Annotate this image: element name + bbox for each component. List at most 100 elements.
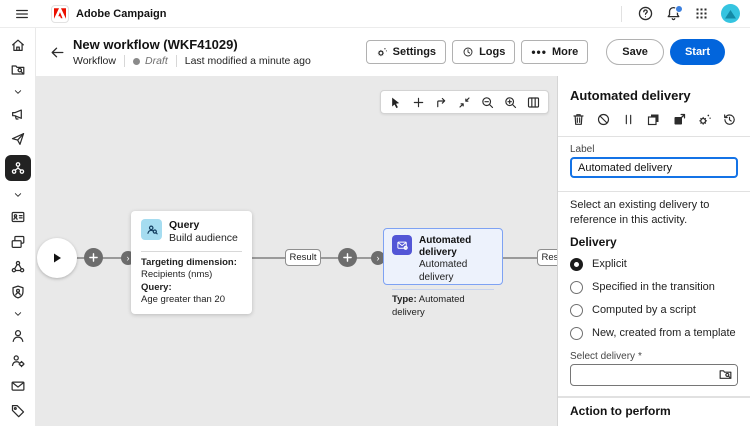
type-value: Automated delivery (392, 294, 465, 318)
zoom-out-icon[interactable] (477, 92, 498, 112)
delete-icon[interactable] (570, 111, 586, 128)
divider (175, 55, 177, 67)
audiences-icon[interactable] (10, 258, 26, 275)
transition-result-label[interactable]: Result (285, 249, 321, 266)
radio-selected-icon (570, 257, 583, 271)
divider (141, 250, 242, 252)
divider (123, 55, 125, 67)
required-asterisk: * (638, 350, 642, 362)
gear-icon (377, 48, 387, 57)
detail-label: Targeting dimension: (141, 256, 237, 268)
label-input[interactable] (570, 157, 738, 178)
explorer-icon[interactable] (10, 61, 26, 78)
back-arrow-icon[interactable] (44, 39, 70, 65)
adobe-logo (51, 4, 69, 23)
profiles-shield-icon[interactable] (10, 283, 26, 300)
landing-pages-icon[interactable] (10, 208, 26, 225)
zoom-in-icon[interactable] (500, 92, 521, 112)
add-activity-node-button[interactable] (84, 248, 103, 267)
duplicate-icon[interactable] (646, 111, 662, 128)
hamburger-menu-icon[interactable] (10, 3, 34, 25)
open-activity-icon[interactable] (671, 111, 687, 128)
panel-toolbar (570, 111, 738, 128)
settings-button[interactable]: Settings (365, 40, 447, 64)
select-delivery-field (570, 363, 738, 386)
divider (558, 191, 750, 192)
last-modified-text: Last modified a minute ago (184, 55, 311, 67)
input-port-icon: › (371, 251, 385, 265)
save-button[interactable]: Save (606, 39, 664, 65)
folder-search-icon (719, 370, 731, 380)
node-subtitle: Automated delivery (419, 259, 468, 283)
notifications-bell-icon[interactable] (661, 3, 685, 25)
chevron-down-icon[interactable] (12, 189, 24, 200)
add-activity-node-button[interactable] (338, 248, 357, 267)
canvas-toolbar (380, 90, 549, 114)
query-activity-node[interactable]: Query Build audience Targeting dimension… (131, 211, 252, 314)
radio-option-specified-in-transition[interactable]: Specified in the transition (570, 280, 738, 295)
status-dot (132, 57, 140, 65)
chevron-down-icon[interactable] (12, 308, 24, 319)
node-title: Query (169, 219, 200, 231)
disable-icon[interactable] (595, 111, 611, 128)
start-button[interactable]: Start (669, 39, 725, 65)
tag-icon[interactable] (10, 402, 26, 419)
select-pointer-icon[interactable] (385, 92, 406, 112)
node-subtitle: Build audience (169, 231, 238, 244)
admin-tools-icon[interactable] (10, 352, 26, 369)
add-icon[interactable] (408, 92, 429, 112)
person-icon[interactable] (10, 327, 26, 344)
detail-label: Query: (141, 281, 172, 293)
automated-delivery-icon (392, 235, 412, 255)
delivery-section-heading: Delivery (570, 234, 617, 249)
action-section-heading: Action to perform (570, 403, 671, 418)
help-icon[interactable] (633, 3, 657, 25)
divider (621, 5, 622, 22)
pause-icon[interactable] (621, 111, 637, 128)
query-icon (141, 219, 162, 240)
home-icon[interactable] (10, 36, 26, 53)
detail-value: Recipients (nms) (141, 269, 213, 281)
label-field-label: Label (570, 144, 595, 155)
campaigns-icon[interactable] (10, 105, 26, 122)
radio-icon (570, 303, 583, 317)
workflow-type-label: Workflow (73, 55, 116, 67)
radio-icon (570, 326, 583, 340)
chevron-down-icon[interactable] (12, 86, 24, 97)
workflows-icon[interactable] (4, 155, 31, 181)
content-templates-icon[interactable] (10, 233, 26, 250)
overview-map-icon[interactable] (523, 92, 544, 112)
logs-button[interactable]: Logs (452, 40, 516, 64)
transition-result-label[interactable]: Result (537, 249, 557, 266)
workflow-canvas[interactable]: › Query Build audience Targeti (36, 76, 557, 426)
user-avatar[interactable] (721, 4, 740, 23)
select-delivery-input[interactable] (571, 368, 713, 381)
connector-icon[interactable] (431, 92, 452, 112)
deliveries-icon[interactable] (10, 130, 26, 147)
panel-title: Automated delivery (570, 88, 691, 103)
history-clock-icon (463, 47, 473, 57)
advanced-settings-gear-icon[interactable] (696, 111, 712, 128)
app-title: Adobe Campaign (76, 7, 167, 20)
radio-option-explicit[interactable]: Explicit (570, 257, 738, 272)
type-label: Type: (392, 294, 417, 305)
start-node[interactable] (37, 238, 77, 278)
detail-value: Age greater than 20 (141, 294, 225, 306)
fit-view-icon[interactable] (454, 92, 475, 112)
browse-deliveries-button[interactable] (713, 364, 737, 385)
left-sidebar (0, 28, 36, 426)
automated-delivery-activity-node[interactable]: Automated delivery Automated delivery Ty… (383, 228, 503, 318)
top-navigation-bar: Adobe Campaign (0, 0, 750, 28)
history-icon[interactable] (722, 111, 738, 128)
more-button[interactable]: ••• More (521, 40, 589, 64)
select-delivery-label: Select delivery* (570, 350, 642, 362)
subscriptions-mail-icon[interactable] (10, 377, 26, 394)
panel-description: Select an existing delivery to reference… (570, 199, 710, 227)
page-title: New workflow (WKF41029) (73, 37, 238, 52)
activity-properties-panel: Automated delivery Label Select an exist… (557, 76, 750, 426)
breadcrumb: Workflow Draft Last modified a minute ag… (73, 55, 311, 67)
app-switcher-grid-icon[interactable] (689, 3, 713, 25)
radio-option-new-from-template[interactable]: New, created from a template (570, 326, 738, 341)
radio-option-computed-by-script[interactable]: Computed by a script (570, 303, 738, 318)
notification-badge (675, 4, 683, 13)
